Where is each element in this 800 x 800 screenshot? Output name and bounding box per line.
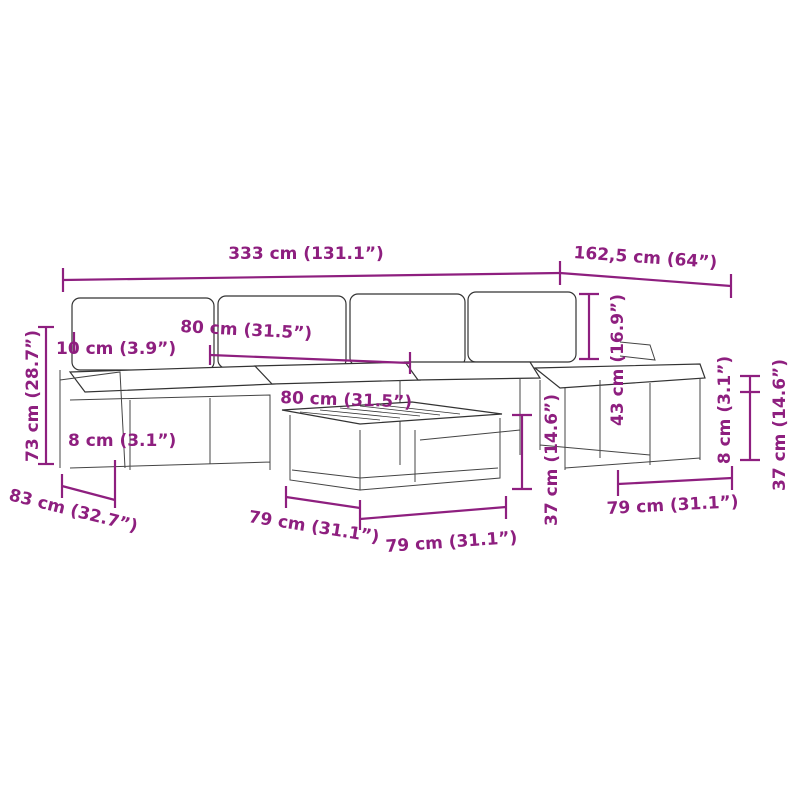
depth-total-label: 162,5 cm (64”) [573, 243, 718, 273]
footstool-height-label: 37 cm (14.6”) [770, 359, 790, 491]
footstool-width-label: 79 cm (31.1”) [606, 492, 739, 519]
seat-width-middle-label: 80 cm (31.5”) [280, 388, 413, 413]
dimension-lines [38, 261, 760, 530]
sofa-depth-label: 83 cm (32.7”) [7, 485, 140, 536]
footstool-leg-height-label: 8 cm (3.1”) [715, 356, 735, 464]
table-width-label: 79 cm (31.1”) [385, 528, 518, 557]
back-cushion [467, 291, 577, 363]
back-cushion [349, 293, 466, 367]
total-width-label: 333 cm (131.1”) [228, 244, 384, 264]
table-height-label: 37 cm (14.6”) [542, 394, 562, 526]
leg-height-left-label: 8 cm (3.1”) [68, 431, 176, 451]
seat-cushion [253, 361, 422, 385]
seat-cushion [403, 361, 542, 381]
sofa-set-drawing [59, 291, 706, 491]
total-height-label: 73 cm (28.7”) [23, 330, 43, 462]
armrest-width-label: 10 cm (3.9”) [56, 339, 176, 359]
footstool-cushion [533, 363, 706, 389]
backrest-height-label: 43 cm (16.9”) [608, 294, 628, 426]
